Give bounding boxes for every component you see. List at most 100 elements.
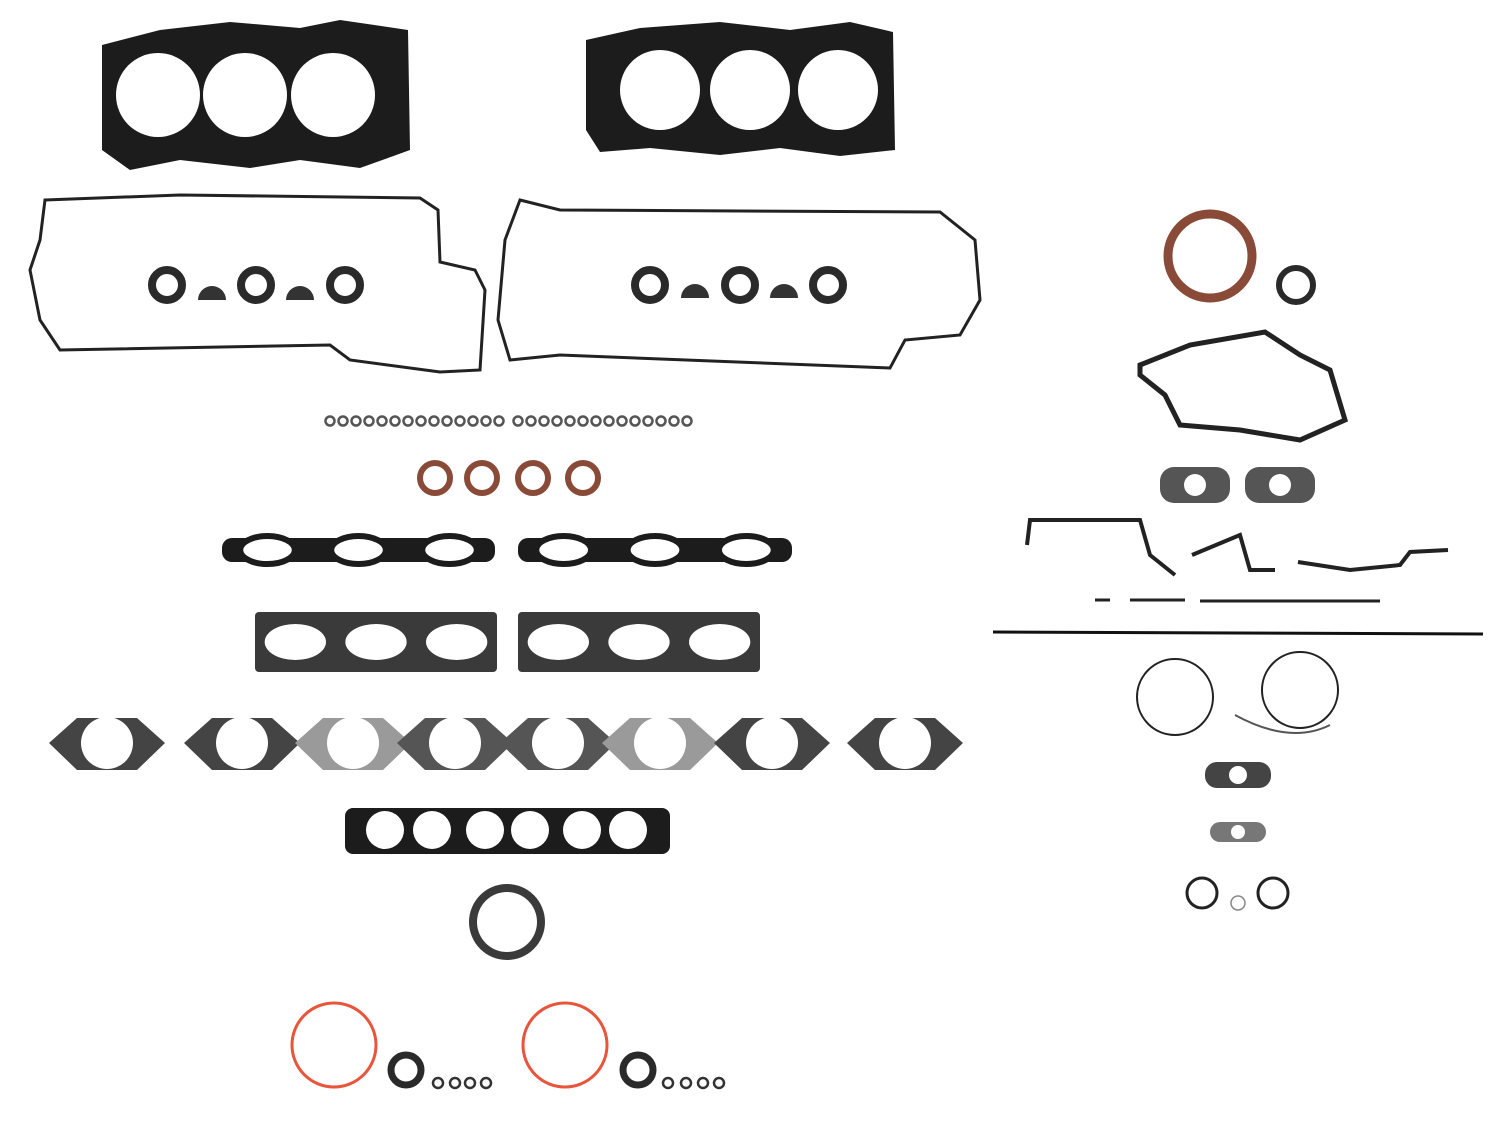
exhaust-port [264,624,326,660]
large-o-ring [521,1001,609,1089]
rear-main-seal [1163,209,1257,303]
flange-opening [216,717,268,769]
intake-port [715,533,777,567]
small-seal [619,1051,657,1089]
valve-stem-seal [415,415,427,427]
valve-stem-seal [428,415,440,427]
tiny-o-ring [463,1076,477,1090]
valve-stem-seal [324,415,336,427]
camshaft-seal [565,460,601,496]
valve-stem-seal [564,415,576,427]
camshaft-seal [464,460,500,496]
plenum-port [466,811,504,849]
o-ring [1185,876,1219,910]
valve-stem-seal [389,415,401,427]
valve-stem-seal [642,415,654,427]
water-pump-gasket [1137,329,1349,443]
throttle-body-opening [477,892,537,952]
valve-stem-seal [590,415,602,427]
valve-stem-seal [551,415,563,427]
exhaust-port [527,624,589,660]
front-crank-seal [1276,265,1316,305]
small-seal [387,1051,425,1089]
flange-opening [879,717,931,769]
exhaust-port [608,624,670,660]
half-moon-seal [286,286,314,300]
flange-opening [532,717,584,769]
valve-stem-seal [616,415,628,427]
valve-stem-seal [512,415,524,427]
gasket-opening [1184,474,1206,496]
plenum-port [563,811,601,849]
seal-strip [1025,518,1177,577]
exhaust-port [426,624,488,660]
rubber-cord [1234,714,1331,734]
intake-port [533,533,595,567]
valve-stem-seal [525,415,537,427]
valve-stem-seal [480,415,492,427]
plenum-port [413,811,451,849]
o-ring [1230,895,1246,911]
valve-stem-seal [363,415,375,427]
gasket-opening [1269,474,1291,496]
flange-opening [634,717,686,769]
cylinder-head-gasket-left [102,20,410,170]
valve-stem-seal [376,415,388,427]
seal-strip [1297,548,1449,573]
valve-stem-seal [441,415,453,427]
valve-stem-seal [337,415,349,427]
half-moon-seal [681,284,709,298]
tiny-o-ring [696,1076,710,1090]
exhaust-port [689,624,751,660]
valve-cover-gasket-left [28,193,487,374]
spark-plug-tube-seal [631,266,669,304]
tiny-o-ring [479,1076,493,1090]
tiny-o-ring [448,1076,462,1090]
camshaft-seal [417,460,453,496]
o-ring [1256,876,1290,910]
long-seal-strip [992,630,1484,636]
intake-port [624,533,686,567]
valve-stem-seal [629,415,641,427]
tiny-o-ring [712,1076,726,1090]
flange-opening [327,717,379,769]
exhaust-port [345,624,407,660]
flange-opening [429,717,481,769]
spark-plug-tube-seal [809,266,847,304]
gasket-opening [1231,825,1245,839]
valve-stem-seal [467,415,479,427]
spark-plug-tube-seal [148,266,186,304]
intake-port [237,533,298,567]
gasket-opening [1229,766,1247,784]
valve-cover-gasket-right [496,198,982,370]
half-moon-seal [198,286,226,300]
rubber-cord-ring [1261,651,1339,729]
intake-port [328,533,389,567]
plenum-port [609,811,647,849]
flange-opening [746,717,798,769]
valve-stem-seal [454,415,466,427]
valve-stem-seal [577,415,589,427]
spark-plug-tube-seal [326,266,364,304]
camshaft-seal [515,460,551,496]
valve-stem-seal [493,415,505,427]
valve-stem-seal [402,415,414,427]
spark-plug-tube-seal [237,266,275,304]
plenum-port [511,811,549,849]
flange-opening [81,717,133,769]
intake-port [419,533,480,567]
cylinder-head-gasket-right [586,22,895,156]
tiny-o-ring [661,1076,675,1090]
seal-strip [1095,598,1380,603]
valve-stem-seal [603,415,615,427]
plenum-port [366,811,404,849]
rubber-cord-ring [1136,658,1214,736]
large-o-ring [290,1001,378,1089]
valve-stem-seal [668,415,680,427]
valve-stem-seal [681,415,693,427]
tiny-o-ring [431,1076,445,1090]
seal-strip [1191,532,1275,572]
valve-stem-seal [655,415,667,427]
tiny-o-ring [679,1076,693,1090]
spark-plug-tube-seal [721,266,759,304]
